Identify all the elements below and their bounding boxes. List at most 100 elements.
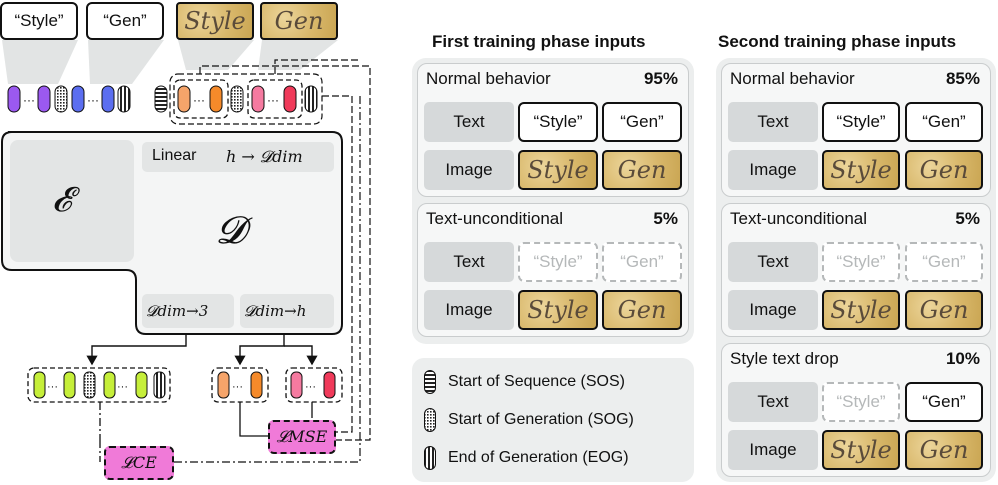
token-sog-1 (54, 85, 68, 113)
head-left-label: 𝓓dim→3 (146, 302, 209, 320)
text-input-style: “Style” (0, 2, 78, 40)
text-chip-gen: “Gen” (905, 382, 983, 422)
row-label-image: Image (424, 290, 514, 330)
text-chip-gen: “Gen” (905, 102, 983, 142)
style-token-group (173, 79, 229, 119)
section-style-text-drop: Style text drop 10% Text “Style” “Gen” I… (721, 343, 991, 477)
column-title-first-phase: First training phase inputs (432, 32, 646, 51)
token-sos-1 (154, 85, 168, 113)
token-orange-2 (209, 85, 223, 113)
token-sog-2 (230, 85, 244, 113)
section-percentage: 10% (945, 349, 980, 368)
image-chip-gen: Gen (602, 150, 682, 190)
loss-mse: 𝓛MSE (268, 420, 336, 454)
image-input-gen: Gen (260, 2, 338, 40)
legend-item-sog: Start of Generation (SOG) (424, 408, 634, 432)
text-chip-style-dropped: “Style” (822, 242, 900, 282)
funnel-text-style (2, 40, 78, 84)
text-chip-gen-dropped: “Gen” (905, 242, 983, 282)
head-right-label: 𝓓dim→h (244, 302, 307, 320)
encoder-block (10, 140, 134, 262)
row-label-text: Text (728, 102, 818, 142)
mse-connection (239, 402, 313, 437)
section-title: Style text drop (730, 349, 839, 368)
funnel-text-gen (88, 40, 164, 84)
feedback-line-2 (274, 59, 360, 74)
token-blue-1 (71, 85, 85, 113)
svg-text:···: ··· (267, 93, 279, 107)
feedback-line-3 (322, 95, 353, 433)
sog-token-icon (424, 408, 436, 432)
section-normal-behavior-1: Normal behavior 95% Text “Style” “Gen” I… (417, 63, 689, 197)
section-title: Normal behavior (426, 69, 551, 88)
token-purple-1 (7, 85, 21, 113)
out-green-4 (135, 371, 148, 399)
image-input-style: Style (176, 2, 254, 40)
token-blue-2 (101, 85, 115, 113)
loss-ce: 𝓛CE (104, 446, 174, 480)
arrow-ce (86, 334, 187, 366)
eog-token-icon (424, 446, 436, 470)
section-title: Text-unconditional (426, 209, 564, 228)
linear-map: h → 𝓓dim (226, 147, 303, 166)
row-label-text: Text (424, 102, 514, 142)
token-purple-2 (37, 85, 51, 113)
row-label-text: Text (728, 382, 818, 422)
image-chip-style: Style (822, 150, 900, 190)
section-percentage: 95% (643, 69, 678, 88)
image-chip-style: Style (518, 150, 598, 190)
decoder-symbol: 𝓓 (216, 208, 246, 252)
svg-text:···: ··· (232, 381, 243, 393)
row-label-image: Image (728, 430, 818, 470)
row-label-image: Image (424, 150, 514, 190)
token-pink-2 (283, 85, 297, 113)
text-chip-style-dropped: “Style” (822, 382, 900, 422)
diagram-graphics: ··· ··· ··· ··· (1, 40, 371, 463)
image-chip-gen: Gen (905, 290, 983, 330)
image-chip-style: Style (822, 430, 900, 470)
legend-item-sos: Start of Sequence (SOS) (424, 370, 625, 394)
out-green-1 (33, 371, 46, 399)
output-gen-group (285, 367, 343, 403)
funnel-image-gen (258, 40, 338, 70)
token-pink-1 (251, 85, 265, 113)
arrow-mse-left (234, 334, 285, 366)
section-percentage: 5% (955, 209, 980, 228)
encoder-symbol: 𝓔 (52, 180, 72, 220)
section-percentage: 5% (653, 209, 678, 228)
svg-text:···: ··· (305, 381, 316, 393)
legend-label: Start of Generation (SOG) (448, 411, 634, 428)
token-ellipsis-1: ··· (23, 93, 35, 107)
text-chip-style-dropped: “Style” (518, 242, 598, 282)
legend-item-eog: End of Generation (EOG) (424, 446, 629, 470)
image-chip-style: Style (822, 290, 900, 330)
image-chip-gen: Gen (905, 430, 983, 470)
token-ellipsis-2: ··· (87, 93, 99, 107)
feedback-line-1 (199, 65, 371, 441)
section-percentage: 85% (945, 69, 980, 88)
text-chip-gen: “Gen” (602, 102, 682, 142)
legend-label: Start of Sequence (SOS) (448, 373, 625, 390)
token-legend: Start of Sequence (SOS) Start of Generat… (412, 358, 694, 482)
image-chip-gen: Gen (602, 290, 682, 330)
text-input-gen: “Gen” (86, 2, 164, 40)
text-chip-style: “Style” (822, 102, 900, 142)
section-text-unconditional-1: Text-unconditional 5% Text “Style” “Gen”… (417, 203, 689, 337)
svg-text:···: ··· (47, 381, 58, 393)
row-label-image: Image (728, 290, 818, 330)
arrow-mse-right (284, 345, 318, 366)
out-green-2 (63, 371, 76, 399)
row-label-image: Image (728, 150, 818, 190)
linear-label: Linear (152, 147, 197, 164)
token-eog-1 (117, 85, 131, 113)
image-chip-gen: Gen (905, 150, 983, 190)
token-eog-2 (304, 85, 318, 113)
head-left-block (142, 294, 234, 328)
out-green-3 (103, 371, 116, 399)
linear-block (142, 142, 334, 172)
svg-text:···: ··· (193, 93, 205, 107)
image-token-group (169, 73, 323, 125)
sos-token-icon (424, 370, 436, 394)
row-label-text: Text (424, 242, 514, 282)
image-chip-style: Style (518, 290, 598, 330)
